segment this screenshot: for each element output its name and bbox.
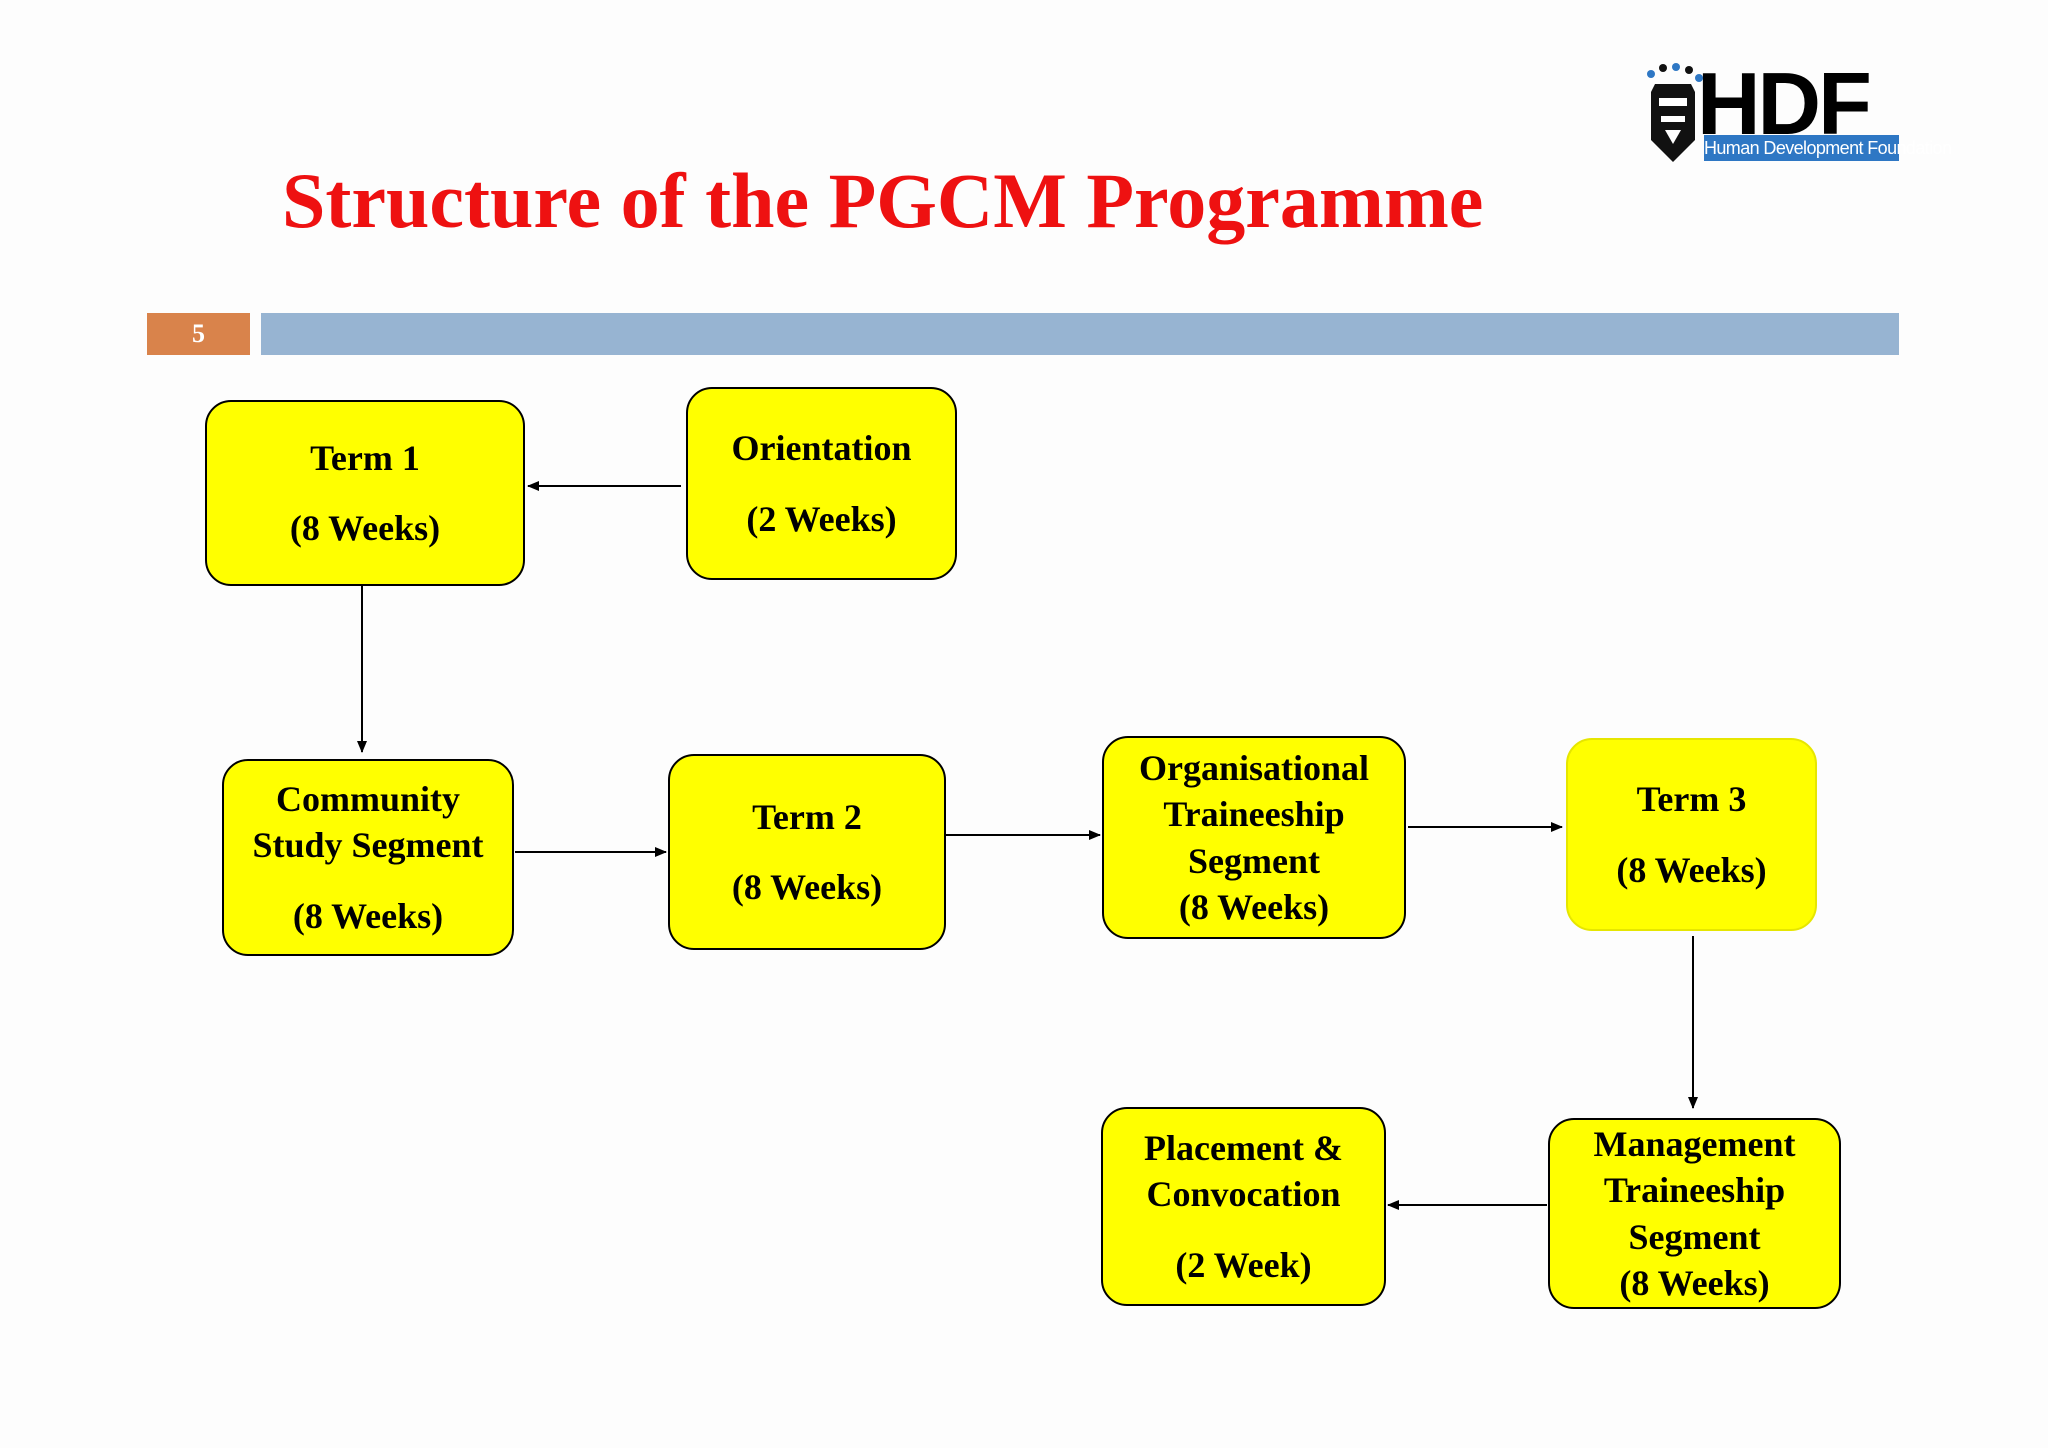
node-placement-line2: Convocation bbox=[1146, 1174, 1341, 1215]
node-placement-duration: (2 Week) bbox=[1175, 1244, 1312, 1285]
node-term-3: Term 3 (8 Weeks) bbox=[1566, 738, 1817, 931]
slide-title: Structure of the PGCM Programme bbox=[282, 157, 1484, 244]
node-orientation-title: Orientation bbox=[731, 428, 912, 469]
logo-wordmark: HDF bbox=[1697, 54, 1872, 153]
node-organisational-line1: Organisational bbox=[1138, 748, 1370, 789]
node-management-duration: (8 Weeks) bbox=[1619, 1262, 1770, 1303]
node-term-1-title: Term 1 bbox=[310, 437, 420, 478]
logo-subtitle: Human Development Foundation bbox=[1704, 135, 1952, 161]
node-management-line3: Segment bbox=[1628, 1216, 1761, 1257]
node-term-1: Term 1 (8 Weeks) bbox=[205, 400, 525, 586]
node-management-line2: Traineeship bbox=[1603, 1170, 1786, 1211]
node-management-line1: Management bbox=[1593, 1124, 1796, 1165]
node-term-2-title: Term 2 bbox=[752, 796, 862, 837]
node-orientation: Orientation (2 Weeks) bbox=[686, 387, 957, 580]
node-term-1-duration: (8 Weeks) bbox=[289, 508, 441, 548]
node-term-3-duration: (8 Weeks) bbox=[1616, 849, 1767, 890]
node-placement-convocation: Placement & Convocation (2 Week) bbox=[1101, 1107, 1386, 1306]
node-community-line1: Community bbox=[275, 779, 460, 820]
node-community-study-segment: Community Study Segment (8 Weeks) bbox=[222, 759, 514, 956]
node-organisational-duration: (8 Weeks) bbox=[1178, 886, 1330, 927]
hdf-logo: HDF Human Development Foundation bbox=[1643, 54, 1952, 167]
page-number: 5 bbox=[147, 313, 250, 355]
node-term-2-duration: (8 Weeks) bbox=[731, 867, 883, 907]
node-placement-line1: Placement & bbox=[1144, 1128, 1343, 1169]
node-term-2: Term 2 (8 Weeks) bbox=[668, 754, 946, 950]
header-divider-bar bbox=[261, 313, 1899, 355]
node-community-line2: Study Segment bbox=[252, 825, 484, 866]
node-organisational-traineeship-segment: Organisational Traineeship Segment (8 We… bbox=[1102, 736, 1406, 939]
node-organisational-line2: Traineeship bbox=[1163, 794, 1345, 835]
node-term-3-title: Term 3 bbox=[1636, 779, 1747, 820]
node-community-duration: (8 Weeks) bbox=[292, 895, 444, 936]
node-management-traineeship-segment: Management Traineeship Segment (8 Weeks) bbox=[1548, 1118, 1841, 1309]
node-orientation-duration: (2 Weeks) bbox=[746, 498, 897, 539]
node-organisational-line3: Segment bbox=[1188, 840, 1320, 881]
hdf-emblem-icon bbox=[1647, 63, 1703, 162]
